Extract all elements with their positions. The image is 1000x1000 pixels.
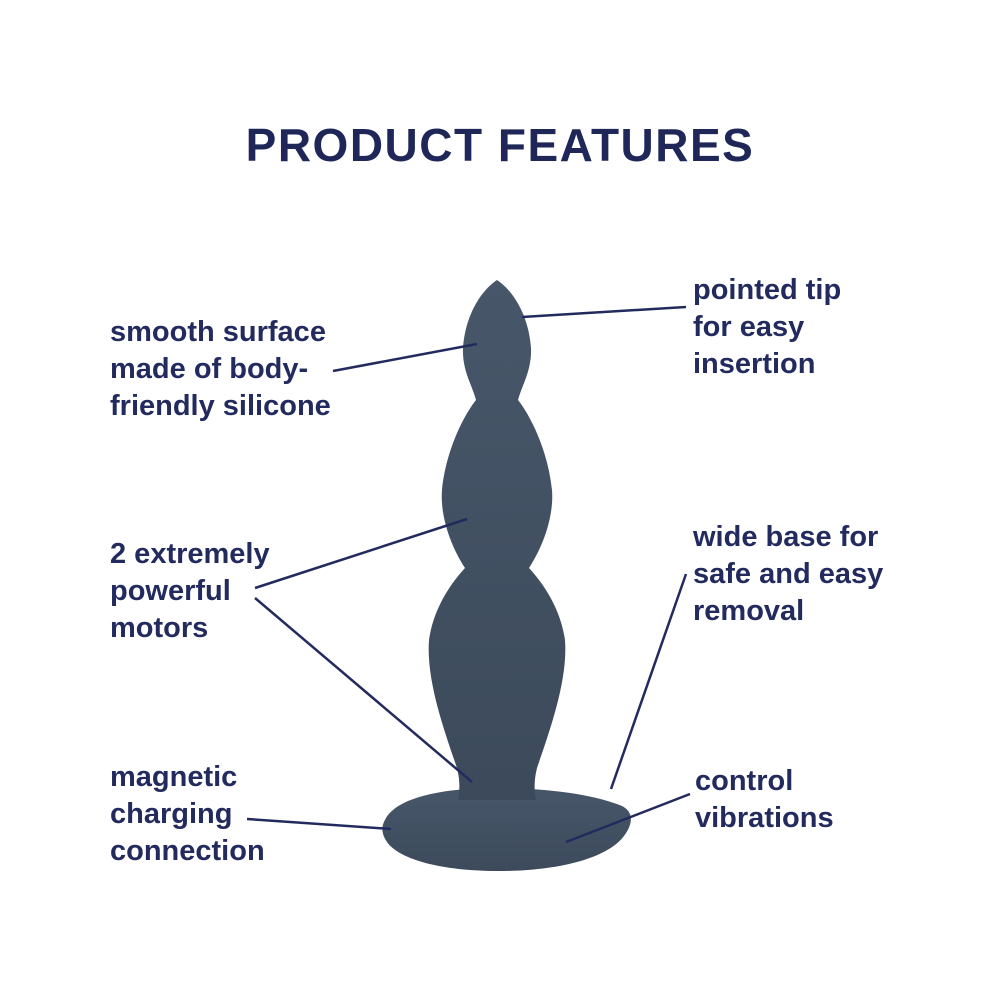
feature-label-wide-base: wide base for safe and easy removal <box>693 521 884 627</box>
feature-label-smooth-surface: smooth surface made of body- friendly si… <box>110 316 331 422</box>
connector-line-motors-upper <box>254 517 468 590</box>
connector-line-control <box>565 792 691 844</box>
feature-label-pointed-tip: pointed tip for easy insertion <box>693 274 842 380</box>
feature-label-control-vibrations: control vibrations <box>695 765 834 834</box>
connector-line-pointed-tip <box>521 305 687 319</box>
feature-label-magnetic-charging: magnetic charging connection <box>110 761 265 867</box>
connector-line-motors-lower <box>254 597 473 783</box>
product-base-shape <box>382 788 631 872</box>
page-title: PRODUCT FEATURES <box>245 119 755 171</box>
connector-line-wide-base <box>609 573 688 790</box>
feature-label-motors: 2 extremely powerful motors <box>110 538 270 644</box>
connector-line-smooth-surface <box>332 342 478 373</box>
connector-line-magnetic <box>246 817 392 831</box>
product-body-shape <box>428 280 566 800</box>
